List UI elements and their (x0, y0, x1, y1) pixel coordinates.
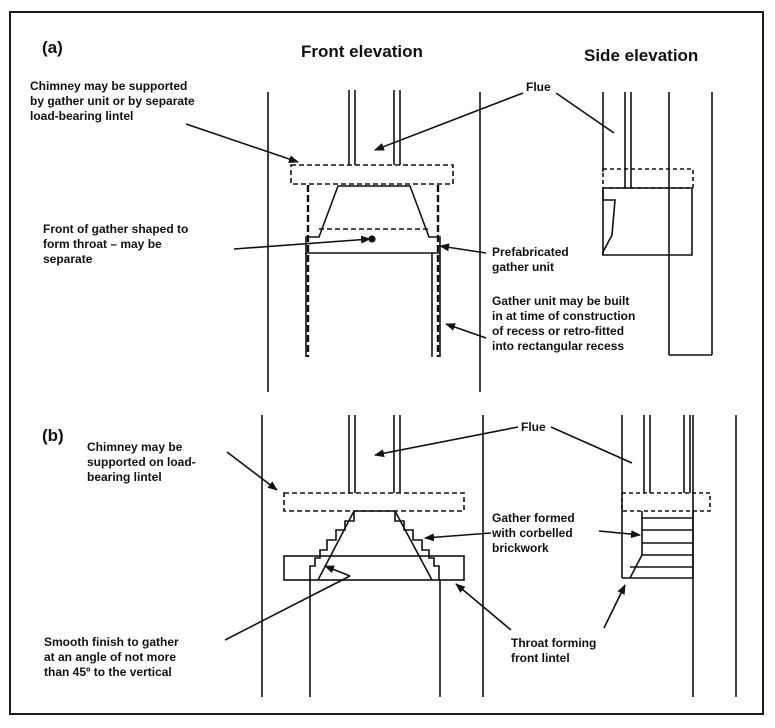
figure-frame (9, 11, 764, 715)
panel-a-prefab-note: Prefabricated gather unit (492, 245, 569, 274)
panel-a-front-drawing (267, 90, 481, 392)
panel-b-side-drawing (621, 415, 737, 697)
side-elevation-title: Side elevation (584, 46, 699, 65)
panel-a-label: (a) (42, 38, 63, 57)
panel-a-chimney-note: Chimney may be supported by gather unit … (30, 79, 195, 123)
leader-lines (185, 92, 641, 641)
panel-a-side-drawing (602, 92, 713, 356)
panel-b-chimney-note: Chimney may be supported on load- bearin… (87, 440, 196, 484)
panel-b-front-drawing (261, 415, 484, 697)
front-elevation-title: Front elevation (301, 42, 423, 61)
panel-a-flue-label: Flue (526, 80, 551, 94)
panel-b-smooth-note: Smooth finish to gather at an angle of n… (44, 635, 179, 679)
panel-a-gather-note: Gather unit may be built in at time of c… (492, 294, 636, 353)
panel-a-throat-note: Front of gather shaped to form throat – … (43, 222, 189, 266)
panel-b-flue-label: Flue (521, 420, 546, 434)
panel-b-corbel-note: Gather formed with corbelled brickwork (492, 511, 575, 555)
panel-b-throat-note: Throat forming front lintel (511, 636, 597, 665)
panel-b-label: (b) (42, 426, 64, 445)
